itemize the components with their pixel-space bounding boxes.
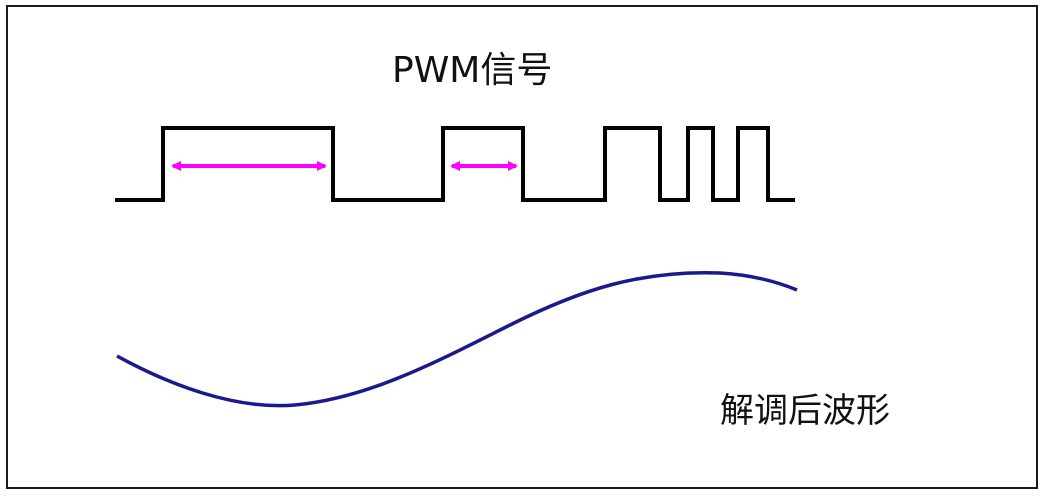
demodulated-waveform-caption: 解调后波形 xyxy=(720,391,890,431)
diagram-frame xyxy=(6,5,1038,489)
pwm-signal-waveform xyxy=(115,126,795,202)
demodulated-sine-wave xyxy=(116,270,798,408)
pwm-signal-title: PWM信号 xyxy=(392,50,552,91)
